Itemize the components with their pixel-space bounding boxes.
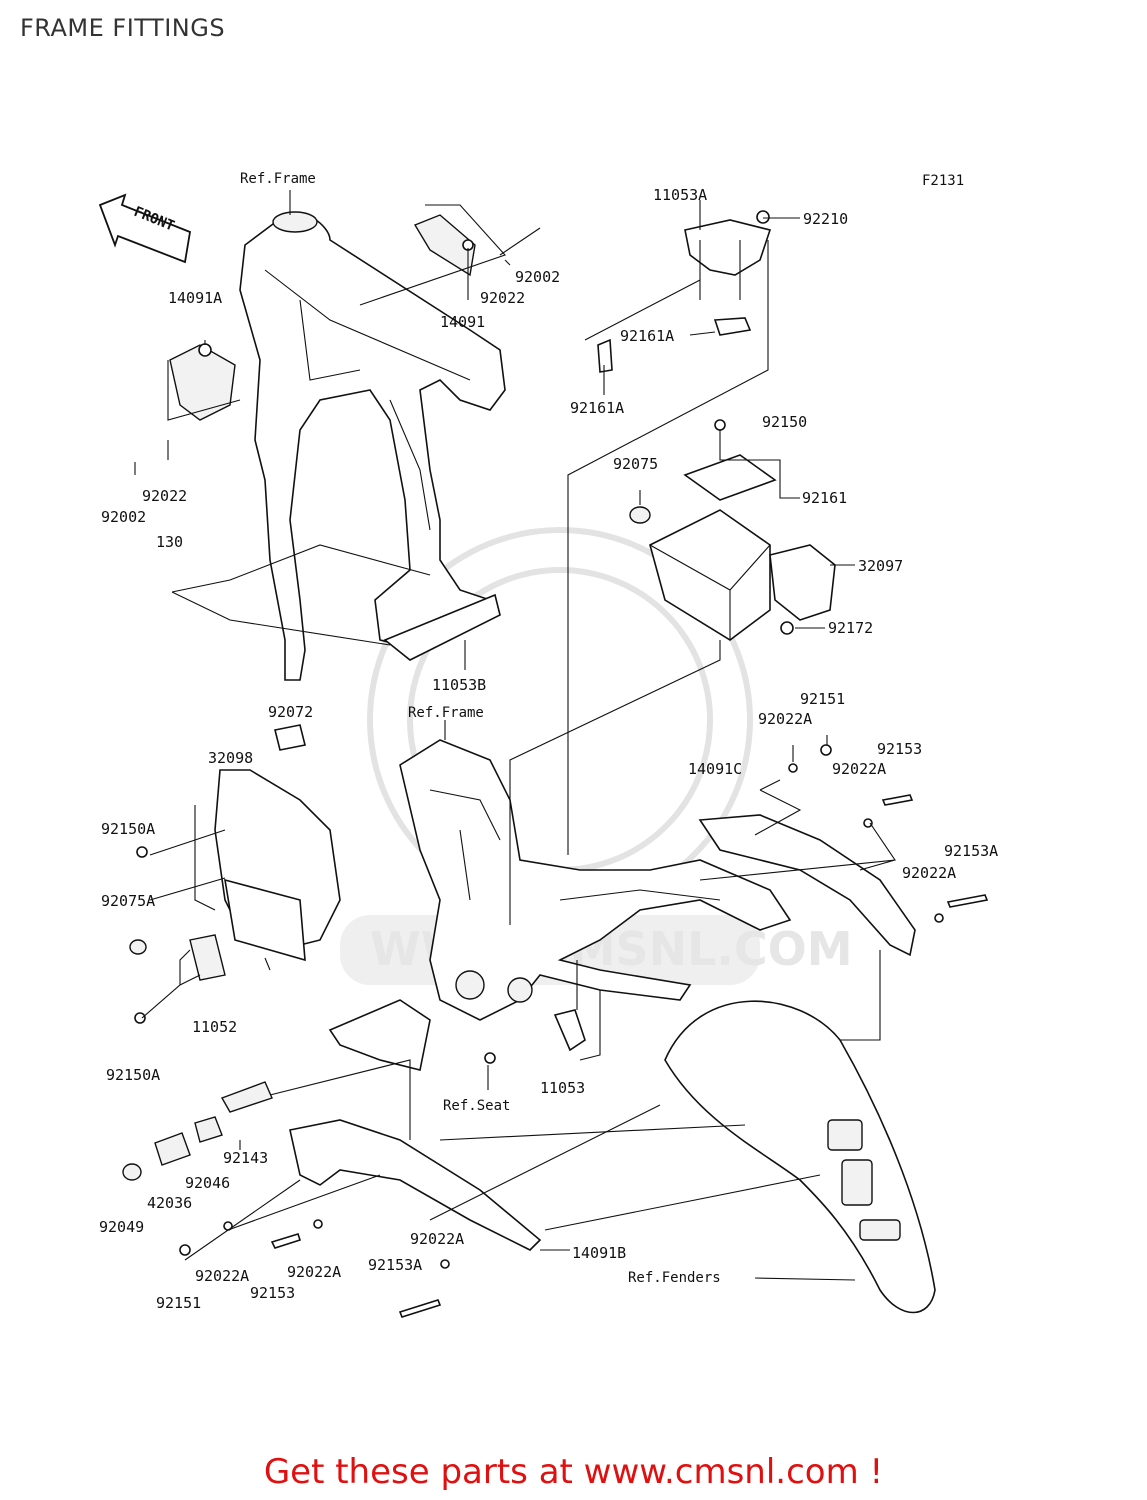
label-92151-bot: 92151 [156, 1294, 201, 1312]
label-92151-top: 92151 [800, 690, 845, 708]
battery-case-drawing [597, 210, 836, 641]
label-14091A: 14091A [168, 289, 222, 307]
label-92153-top: 92153 [877, 740, 922, 758]
label-92022A-1: 92022A [758, 710, 812, 728]
label-92022A-3: 92022A [902, 864, 956, 882]
label-92161A-1: 92161A [620, 327, 674, 345]
label-130: 130 [156, 533, 183, 551]
label-92022-left: 92022 [142, 487, 187, 505]
label-92022A-6: 92022A [287, 1263, 341, 1281]
label-92072: 92072 [268, 703, 313, 721]
label-92022A-4: 92022A [410, 1230, 464, 1248]
label-14091C: 14091C [688, 760, 742, 778]
ref-seat-label: Ref.Seat [443, 1098, 510, 1114]
upper-frame-drawing [169, 211, 506, 681]
label-92022-top: 92022 [480, 289, 525, 307]
label-92153-bot: 92153 [250, 1284, 295, 1302]
page-title: FRAME FITTINGS [20, 14, 226, 42]
label-42036: 42036 [147, 1194, 192, 1212]
label-11052: 11052 [192, 1018, 237, 1036]
label-92022A-2: 92022A [832, 760, 886, 778]
rear-frame-drawing [328, 739, 792, 1071]
label-11053A: 11053A [653, 186, 707, 204]
label-32098: 32098 [208, 749, 253, 767]
label-92150: 92150 [762, 413, 807, 431]
label-92002-top: 92002 [515, 268, 560, 286]
label-32097: 32097 [858, 557, 903, 575]
label-92150A-2: 92150A [106, 1066, 160, 1084]
label-92210: 92210 [803, 210, 848, 228]
label-11053: 11053 [540, 1079, 585, 1097]
label-14091: 14091 [440, 313, 485, 331]
label-92153A-top: 92153A [944, 842, 998, 860]
label-92075: 92075 [613, 455, 658, 473]
side-cover-drawing [129, 724, 341, 1024]
label-92002-left: 92002 [101, 508, 146, 526]
label-92161: 92161 [802, 489, 847, 507]
ref-fenders-label: Ref.Fenders [628, 1270, 721, 1286]
label-92075A: 92075A [101, 892, 155, 910]
ref-frame-mid-label: Ref.Frame [408, 705, 484, 721]
label-92172: 92172 [828, 619, 873, 637]
promo-link[interactable]: Get these parts at www.cmsnl.com ! [263, 1452, 884, 1492]
label-11053B: 11053B [432, 676, 486, 694]
front-arrow-icon: FRONT [98, 193, 192, 264]
diagram-code: F2131 [922, 173, 964, 189]
label-92022A-5: 92022A [195, 1267, 249, 1285]
label-92049: 92049 [99, 1218, 144, 1236]
label-14091B: 14091B [572, 1244, 626, 1262]
part-labels: Ref.Frame F2131 11053A 92210 92002 92022… [99, 171, 998, 1312]
ref-frame-top-label: Ref.Frame [240, 171, 316, 187]
rear-fender-drawing [664, 1000, 936, 1314]
label-92161A-2: 92161A [570, 399, 624, 417]
fender-strut-right-drawing [698, 744, 989, 957]
label-92143: 92143 [223, 1149, 268, 1167]
label-92150A-1: 92150A [101, 820, 155, 838]
label-92046: 92046 [185, 1174, 230, 1192]
leader-lines [134, 190, 896, 1281]
label-92153A-bot: 92153A [368, 1256, 422, 1274]
fender-strut-left-drawing [122, 1081, 542, 1318]
